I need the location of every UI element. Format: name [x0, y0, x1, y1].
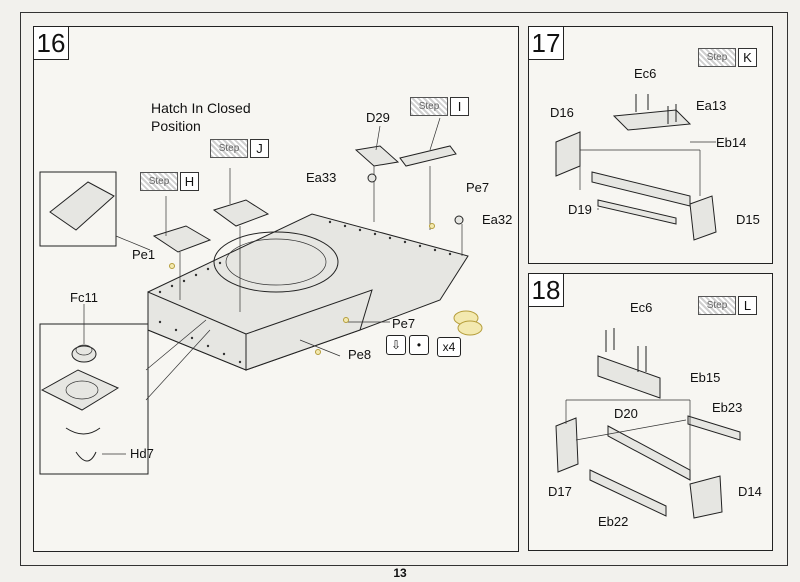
step-ref-j: Step J [210, 139, 269, 158]
label-d16: D16 [550, 105, 574, 120]
step-ref-l: Step L [698, 296, 757, 315]
label-ea33: Ea33 [306, 170, 337, 185]
label-ec6: Ec6 [634, 66, 657, 81]
page-number: 13 [393, 566, 407, 580]
label-d17: D17 [548, 484, 572, 499]
step-ref-letter: K [738, 48, 757, 67]
step-number: 17 [529, 27, 564, 60]
label-pe7-top: Pe7 [466, 180, 490, 195]
label-d15: D15 [736, 212, 760, 227]
label-d19: D19 [568, 202, 592, 217]
label-pe7-bottom: Pe7 [392, 316, 416, 331]
label-ea13: Ea13 [696, 98, 727, 113]
label-hd7: Hd7 [130, 446, 154, 461]
label-d14: D14 [738, 484, 762, 499]
label-eb14: Eb14 [716, 135, 747, 150]
step-ref-hatch: Step [140, 172, 178, 191]
instruction-sheet [20, 12, 788, 566]
label-pe8: Pe8 [348, 347, 372, 362]
label-eb23: Eb23 [712, 400, 743, 415]
step-ref-letter: H [180, 172, 199, 191]
step-ref-letter: L [738, 296, 757, 315]
label-eb22: Eb22 [598, 514, 629, 529]
step-ref-letter: J [250, 139, 269, 158]
step-ref-hatch: Step [410, 97, 448, 116]
glue-down-icon: ⇩ [386, 335, 406, 355]
label-pe1: Pe1 [132, 247, 156, 262]
label-fc11: Fc11 [70, 290, 98, 305]
hatch-note-line1: Hatch In Closed [151, 100, 251, 116]
hatch-note-line2: Position [151, 118, 201, 134]
step-ref-hatch: Step [698, 296, 736, 315]
step-ref-k: Step K [698, 48, 757, 67]
step-ref-letter: I [450, 97, 469, 116]
step-ref-hatch: Step [210, 139, 248, 158]
label-eb15: Eb15 [690, 370, 721, 385]
quantity-badge: x4 [437, 337, 461, 357]
step-ref-h: Step H [140, 172, 199, 191]
drill-icon: • [409, 335, 429, 355]
step-ref-hatch: Step [698, 48, 736, 67]
step-number: 16 [34, 27, 69, 60]
label-d20: D20 [614, 406, 638, 421]
step-number: 18 [529, 274, 564, 307]
label-ea32: Ea32 [482, 212, 513, 227]
label-d29: D29 [366, 110, 390, 125]
step-ref-i: Step I [410, 97, 469, 116]
label-ec6: Ec6 [630, 300, 653, 315]
